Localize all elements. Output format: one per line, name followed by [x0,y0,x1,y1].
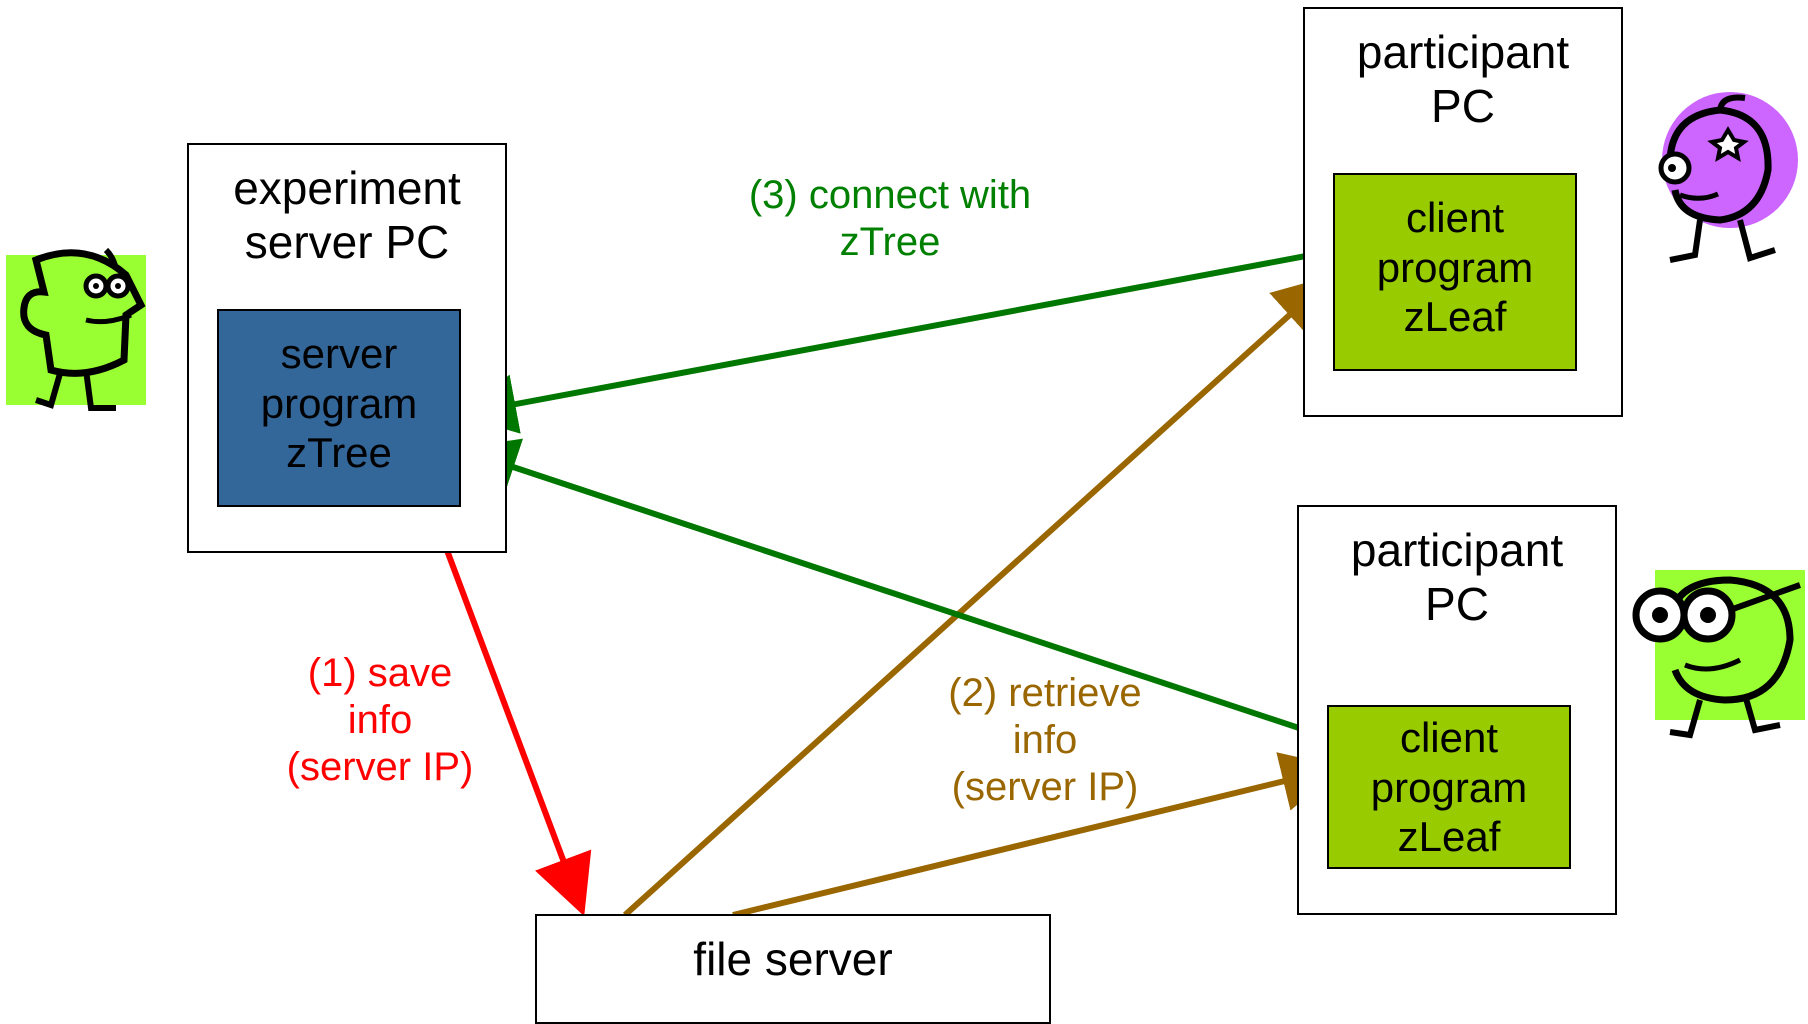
person-green-left-icon [6,247,146,411]
arrow-save-info [427,503,592,917]
annotation-retrieve-info: (2) retrieve info (server IP) [948,671,1142,810]
annotation-connect-ztree: (3) connect with zTree [748,173,1032,265]
connection-arrows [427,247,1342,918]
server-program-ztree: server program zTree [217,309,461,507]
client-program-zleaf-top: client program zLeaf [1333,173,1577,371]
arrow-connect-bottom [456,438,1321,738]
person-purple-right-icon [1658,92,1798,263]
participant-pc-bottom-title: participant PC [1350,524,1564,631]
client-program-zleaf-bottom: client program zLeaf [1327,705,1571,869]
file-server-label: file server [693,933,893,985]
file-server-box: file server [535,914,1051,1024]
experiment-server-pc-title: experiment server PC [233,162,461,269]
arrow-retrieve-top [622,274,1334,918]
arrow-retrieve-bottom [732,752,1342,918]
participant-pc-top-title: participant PC [1356,26,1570,133]
person-goggles-right-icon [1632,570,1805,739]
annotation-save-info: (1) save info (server IP) [286,651,474,790]
arrow-connect-top [456,247,1339,434]
